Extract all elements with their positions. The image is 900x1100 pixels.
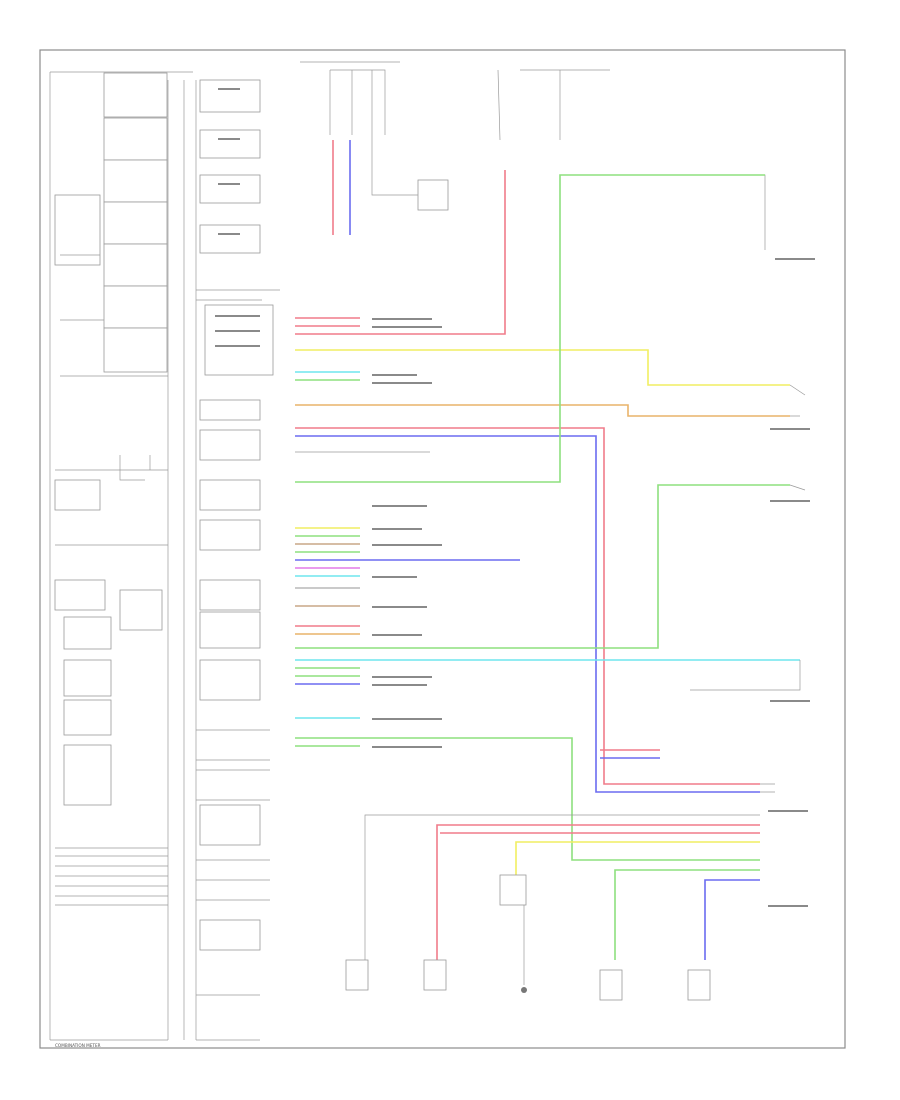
bottom-sensors (345, 874, 711, 1001)
left-panel-frame (49, 71, 193, 1041)
label-texture (215, 88, 815, 907)
left-switch-column (54, 72, 168, 906)
diagram-frame (39, 49, 846, 1049)
combination-meter-block (167, 79, 280, 1041)
footer-caption: COMBINATION METER (55, 1043, 101, 1048)
top-fuse-area (300, 61, 766, 250)
harness-wires (295, 170, 800, 861)
lower-right-wires (364, 749, 760, 985)
right-switches (690, 384, 806, 793)
